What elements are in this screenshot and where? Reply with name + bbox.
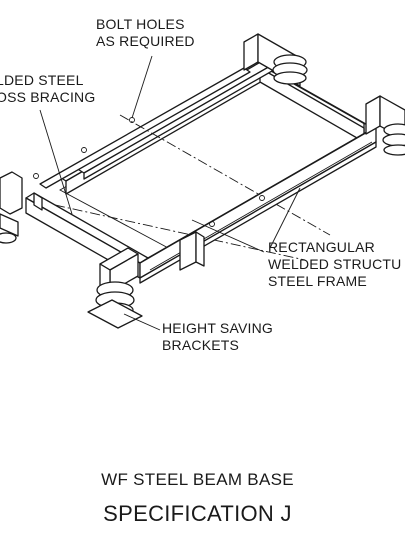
height-saving-bracket-right [179, 231, 205, 271]
cross-bracing [39, 51, 287, 189]
leader-lines [39, 55, 301, 331]
spring-mount-left [0, 171, 23, 244]
center-line-1 [54, 204, 306, 261]
callout-height-saving-brackets: HEIGHT SAVING BRACKETS [162, 320, 273, 353]
spring-mount-right [365, 95, 405, 156]
center-line-2 [119, 114, 331, 236]
callout-bolt-holes: BOLT HOLES AS REQUIRED [96, 16, 195, 49]
spring-mount-back [243, 33, 308, 87]
callout-cross-bracing: LDED STEEL OSS BRACING [0, 72, 96, 105]
spring-mount-front [87, 247, 143, 329]
right-cross-beam [255, 61, 373, 143]
caption-subtitle: WF STEEL BEAM BASE [101, 470, 294, 489]
caption-title: SPECIFICATION J [103, 501, 292, 526]
callout-steel-frame: RECTANGULAR WELDED STRUCTU STEEL FRAME [268, 239, 402, 289]
